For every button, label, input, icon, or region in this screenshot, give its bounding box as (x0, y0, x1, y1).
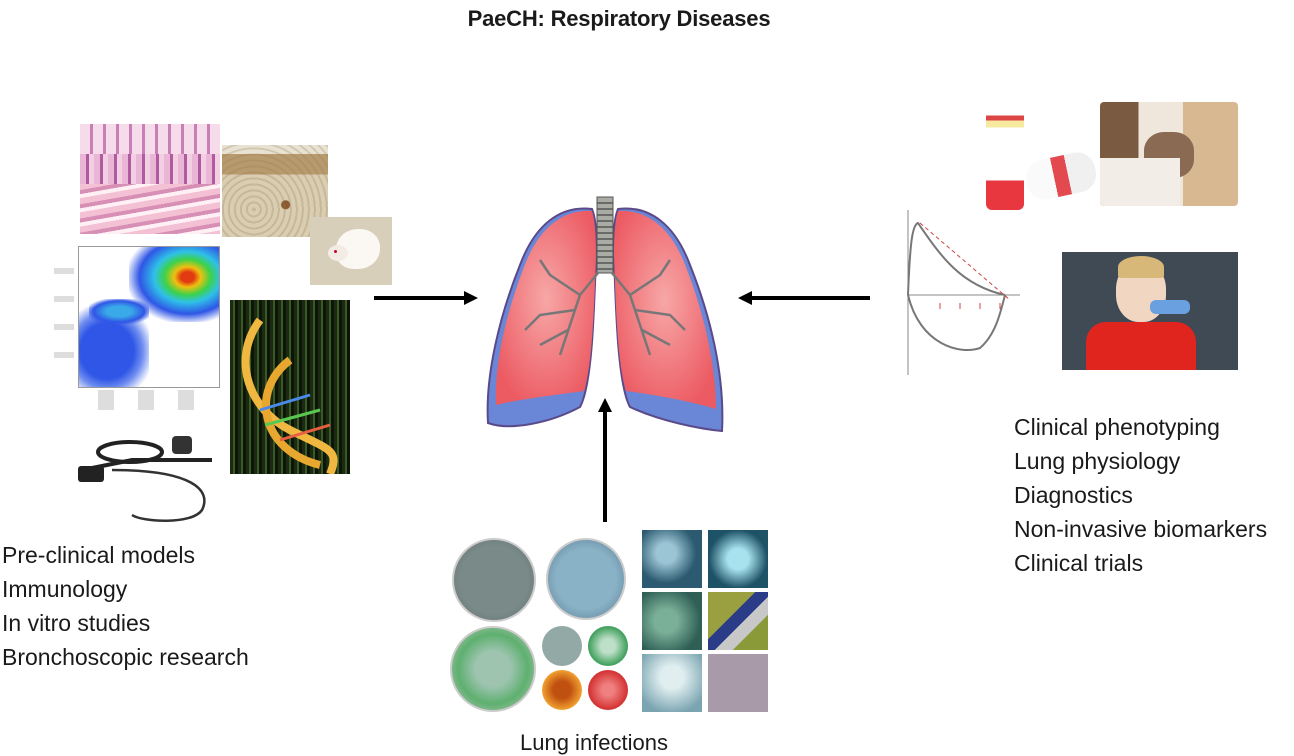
diagram-title: PaeCH: Respiratory Diseases (0, 6, 1294, 32)
label-in-vitro-studies: In vitro studies (2, 610, 151, 636)
child-using-inhaler-image (1062, 252, 1238, 370)
arrow-bottom-to-center (598, 398, 612, 522)
arrow-right-to-center (738, 291, 870, 305)
petri-dish (542, 670, 582, 710)
label-clinical-phenotyping: Clinical phenotyping (1014, 414, 1220, 440)
clinician-with-child-image (1100, 102, 1238, 206)
flow-volume-loop-chart (900, 205, 1060, 380)
microbial-micrographs-image (642, 530, 770, 712)
flow-cytometry-y-axis (54, 250, 74, 380)
immunohistochemistry-image (222, 145, 328, 237)
trachea (596, 196, 614, 274)
right-label-list: Clinical phenotyping Lung physiology Dia… (1014, 410, 1267, 580)
petri-dish-cultures-image (450, 530, 640, 715)
label-non-invasive-biomarkers: Non-invasive biomarkers (1014, 516, 1268, 542)
flow-cytometry-x-axis (78, 390, 218, 410)
label-lung-physiology: Lung physiology (1014, 448, 1181, 474)
flow-cytometry-plot-image (78, 246, 220, 388)
lab-mouse-image (310, 217, 392, 285)
petri-dish (588, 626, 628, 666)
petri-dish (452, 538, 536, 622)
bronchial-tree (524, 259, 686, 356)
petri-dish (546, 538, 626, 620)
lungs-illustration (486, 196, 724, 433)
label-clinical-trials: Clinical trials (1014, 550, 1144, 576)
inhaler-canisters-image (980, 92, 1100, 212)
petri-dish (450, 626, 536, 712)
label-immunology: Immunology (2, 576, 128, 602)
diagram-title-text: PaeCH: Respiratory Diseases (467, 6, 771, 31)
label-bronchoscopic-research: Bronchoscopic research (2, 644, 249, 670)
dna-helix-image (230, 300, 350, 474)
label-pre-clinical-models: Pre-clinical models (2, 542, 196, 568)
petri-dish (588, 670, 628, 710)
label-diagnostics: Diagnostics (1014, 482, 1133, 508)
arrow-left-to-center (374, 291, 478, 305)
histology-section-image (80, 124, 220, 234)
left-label-list: Pre-clinical models Immunology In vitro … (2, 538, 249, 674)
petri-dish (542, 626, 582, 666)
bronchoscope-image (72, 430, 232, 530)
label-lung-infections: Lung infections (520, 730, 668, 755)
